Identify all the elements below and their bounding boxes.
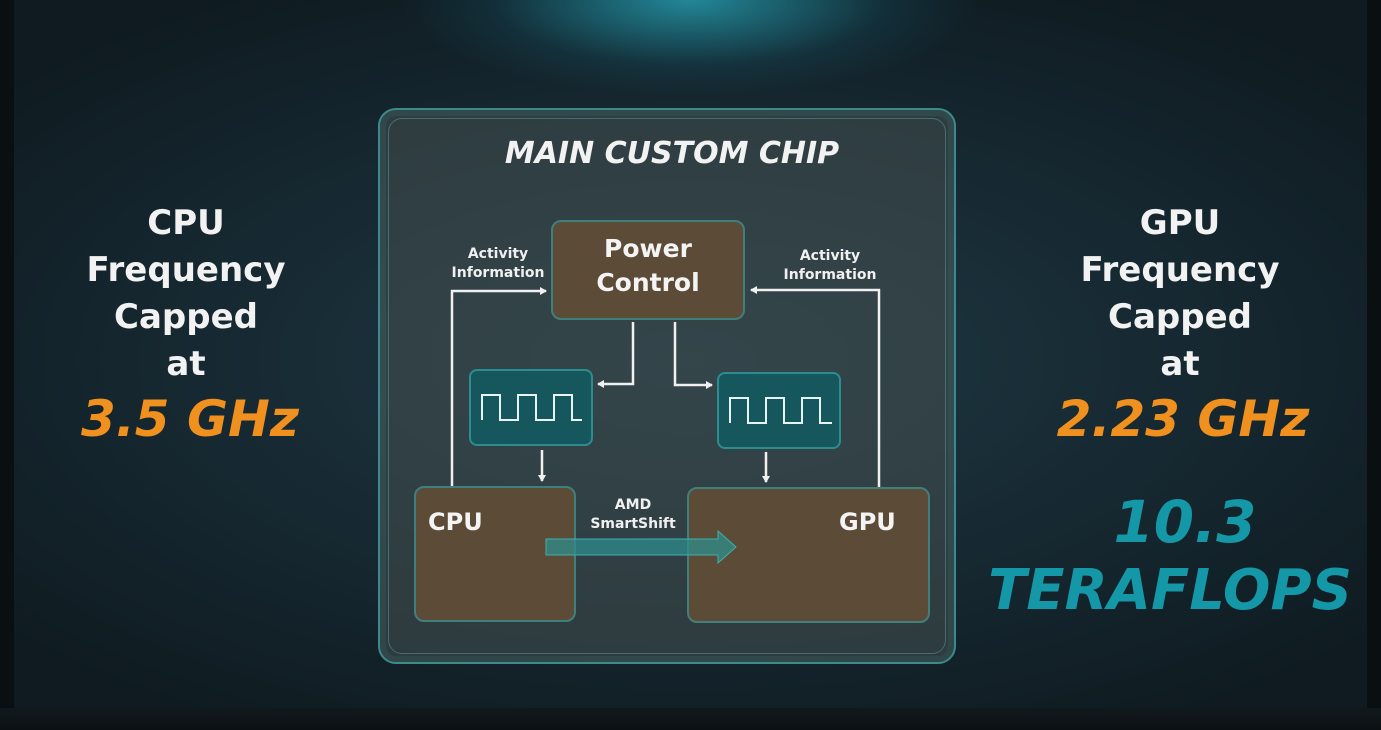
square-wave-icon — [729, 397, 832, 424]
cpu-frequency-caption: CPU Frequency Capped at — [36, 200, 336, 388]
activity-line: Information — [451, 265, 545, 281]
activity-line: Information — [783, 267, 877, 283]
cpu-block-label: CPU — [428, 508, 483, 536]
teraflops-value: 10.3 — [1113, 488, 1257, 556]
activity-line: Activity — [467, 246, 529, 262]
gpu-frequency-value: 2.23 GHz — [1056, 390, 1310, 448]
gpu-caption-line: Capped — [1108, 297, 1252, 337]
power-control-label: Power Control — [551, 232, 745, 300]
chip-inner-border — [388, 118, 946, 654]
smartshift-line: AMD — [614, 497, 652, 513]
cpu-activity-arrow — [450, 287, 547, 486]
chip-title: MAIN CUSTOM CHIP — [504, 136, 840, 171]
gpu-block-label: GPU — [839, 508, 896, 536]
activity-line: Activity — [799, 248, 861, 264]
activity-information-right: Activity Information — [780, 247, 880, 285]
smartshift-arrow — [545, 529, 737, 565]
power-to-gpu-clock-arrow — [673, 322, 713, 389]
cpu-caption-line: CPU — [147, 203, 225, 243]
cpu-caption-line: Frequency — [86, 250, 286, 290]
cpu-caption-line: at — [166, 344, 206, 384]
left-edge — [0, 0, 14, 730]
cpu-caption-line: Capped — [114, 297, 258, 337]
bottom-bar — [0, 708, 1381, 730]
amd-smartshift-label: AMD SmartShift — [588, 496, 678, 534]
activity-information-left: Activity Information — [448, 245, 548, 283]
cpu-frequency-value: 3.5 GHz — [81, 390, 299, 448]
gpu-caption-line: Frequency — [1080, 250, 1280, 290]
gpu-caption-line: at — [1160, 344, 1200, 384]
teraflops-unit: TERAFLOPS — [988, 558, 1352, 623]
gpu-frequency-caption: GPU Frequency Capped at — [1030, 200, 1330, 388]
square-wave-icon — [481, 394, 582, 421]
gpu-caption-line: GPU — [1139, 203, 1221, 243]
gpu-activity-arrow — [750, 286, 881, 487]
power-control-block — [551, 220, 745, 320]
power-control-line: Power — [604, 234, 692, 263]
power-to-cpu-clock-arrow — [597, 322, 635, 388]
smartshift-line: SmartShift — [590, 516, 676, 532]
power-control-line: Control — [596, 268, 700, 297]
right-edge — [1367, 0, 1381, 730]
